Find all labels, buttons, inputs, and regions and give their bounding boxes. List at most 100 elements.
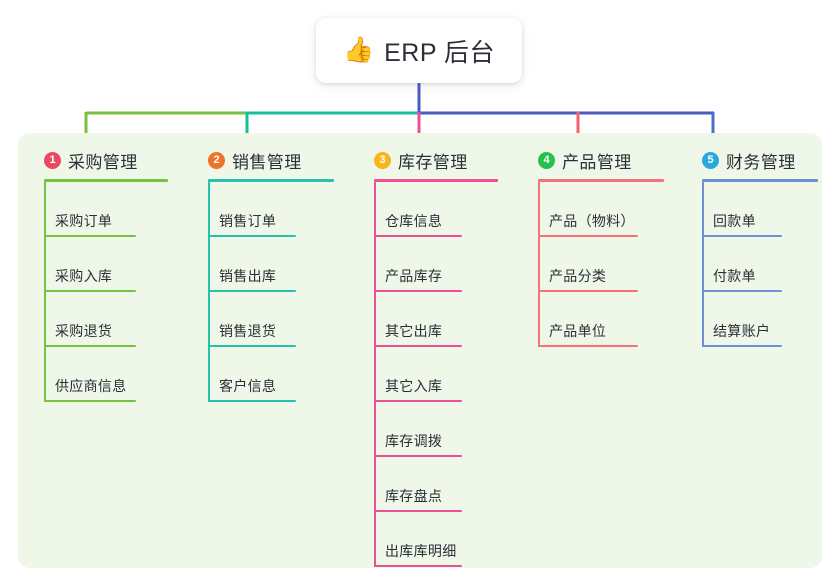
leaf-label: 产品（物料） xyxy=(549,213,635,229)
leaf-item[interactable]: 销售出库 xyxy=(186,237,336,292)
leaf-rule xyxy=(374,510,462,512)
leaf-label: 回款单 xyxy=(713,213,756,229)
root-node[interactable]: 👍 ERP 后台 xyxy=(316,18,522,83)
branch-rule-4 xyxy=(538,179,664,182)
leaf-item[interactable]: 其它出库 xyxy=(352,292,502,347)
branch-badge-3: 3 xyxy=(374,151,391,169)
leaf-rule xyxy=(208,235,296,237)
leaf-item[interactable]: 采购退货 xyxy=(22,292,172,347)
branch-badge-1: 1 xyxy=(44,151,61,169)
branch-header-5[interactable]: 5 财务管理 xyxy=(680,145,820,175)
leaf-item[interactable]: 产品库存 xyxy=(352,237,502,292)
leaf-label: 仓库信息 xyxy=(385,213,443,229)
branch-spine-1 xyxy=(44,182,46,402)
leaf-item[interactable]: 销售订单 xyxy=(186,182,336,237)
leaf-item[interactable]: 出库库明细 xyxy=(352,512,502,567)
root-title: ERP 后台 xyxy=(384,38,496,67)
thumbs-up-icon: 👍 xyxy=(342,36,375,64)
branch-column-5[interactable]: 5 财务管理回款单付款单结算账户 xyxy=(680,145,820,347)
leaf-rule xyxy=(44,290,136,292)
branch-items-3: 仓库信息产品库存其它出库其它入库库存调拨库存盘点出库库明细 xyxy=(352,182,502,567)
branch-header-1[interactable]: 1 采购管理 xyxy=(22,145,172,175)
leaf-item[interactable]: 回款单 xyxy=(680,182,820,237)
leaf-label: 结算账户 xyxy=(713,323,771,339)
branch-title-2: 销售管理 xyxy=(232,152,302,172)
branch-badge-4: 4 xyxy=(538,151,555,169)
leaf-item[interactable]: 其它入库 xyxy=(352,347,502,402)
branch-spine-4 xyxy=(538,182,540,347)
branch-title-3: 库存管理 xyxy=(398,152,468,172)
branch-title-5: 财务管理 xyxy=(726,152,796,172)
leaf-rule xyxy=(702,345,782,347)
branch-rule-2 xyxy=(208,179,334,182)
branch-badge-5: 5 xyxy=(702,151,719,169)
leaf-rule xyxy=(374,400,462,402)
leaf-rule xyxy=(208,290,296,292)
leaf-item[interactable]: 供应商信息 xyxy=(22,347,172,402)
leaf-item[interactable]: 采购订单 xyxy=(22,182,172,237)
leaf-label: 销售出库 xyxy=(219,268,277,284)
leaf-label: 库存盘点 xyxy=(385,488,443,504)
leaf-rule xyxy=(702,290,782,292)
branch-column-4[interactable]: 4 产品管理产品（物料） 产品分类产品单位 xyxy=(516,145,666,347)
branch-badge-2: 2 xyxy=(208,151,225,169)
leaf-item[interactable]: 客户信息 xyxy=(186,347,336,402)
branch-header-3[interactable]: 3 库存管理 xyxy=(352,145,502,175)
leaf-rule xyxy=(44,400,136,402)
leaf-label: 产品单位 xyxy=(549,323,607,339)
branch-title-4: 产品管理 xyxy=(562,152,632,172)
leaf-label: 其它入库 xyxy=(385,378,443,394)
leaf-rule xyxy=(538,290,638,292)
leaf-label: 其它出库 xyxy=(385,323,443,339)
leaf-item[interactable]: 产品分类 xyxy=(516,237,666,292)
leaf-rule xyxy=(208,400,296,402)
leaf-label: 产品分类 xyxy=(549,268,607,284)
leaf-label: 销售订单 xyxy=(219,213,277,229)
branch-rule-3 xyxy=(374,179,498,182)
leaf-label: 产品库存 xyxy=(385,268,443,284)
leaf-rule xyxy=(538,235,638,237)
leaf-label: 采购入库 xyxy=(55,268,113,284)
leaf-rule xyxy=(374,290,462,292)
branch-title-1: 采购管理 xyxy=(68,152,138,172)
leaf-label: 供应商信息 xyxy=(55,378,127,394)
branch-items-1: 采购订单采购入库采购退货供应商信息 xyxy=(22,182,172,402)
diagram-panel xyxy=(18,133,822,568)
leaf-rule xyxy=(374,235,462,237)
leaf-rule xyxy=(374,565,462,567)
leaf-item[interactable]: 采购入库 xyxy=(22,237,172,292)
leaf-rule xyxy=(44,345,136,347)
leaf-rule xyxy=(208,345,296,347)
branch-rule-1 xyxy=(44,179,168,182)
leaf-item[interactable]: 库存盘点 xyxy=(352,457,502,512)
leaf-rule xyxy=(374,455,462,457)
branch-items-4: 产品（物料） 产品分类产品单位 xyxy=(516,182,666,347)
leaf-item[interactable]: 结算账户 xyxy=(680,292,820,347)
branch-rule-5 xyxy=(702,179,818,182)
branch-column-2[interactable]: 2 销售管理销售订单销售出库销售退货客户信息 xyxy=(186,145,336,402)
leaf-rule xyxy=(702,235,782,237)
leaf-label: 客户信息 xyxy=(219,378,277,394)
leaf-item[interactable]: 付款单 xyxy=(680,237,820,292)
leaf-item[interactable]: 库存调拨 xyxy=(352,402,502,457)
leaf-label: 库存调拨 xyxy=(385,433,443,449)
leaf-item[interactable]: 仓库信息 xyxy=(352,182,502,237)
branch-items-2: 销售订单销售出库销售退货客户信息 xyxy=(186,182,336,402)
leaf-label: 采购订单 xyxy=(55,213,113,229)
leaf-label: 销售退货 xyxy=(219,323,277,339)
branch-column-1[interactable]: 1 采购管理采购订单采购入库采购退货供应商信息 xyxy=(22,145,172,402)
leaf-item[interactable]: 产品单位 xyxy=(516,292,666,347)
leaf-label: 付款单 xyxy=(713,268,756,284)
branch-spine-3 xyxy=(374,182,376,567)
branch-column-3[interactable]: 3 库存管理仓库信息产品库存其它出库其它入库库存调拨库存盘点出库库明细 xyxy=(352,145,502,567)
branch-items-5: 回款单付款单结算账户 xyxy=(680,182,820,347)
leaf-rule xyxy=(374,345,462,347)
branch-spine-2 xyxy=(208,182,210,402)
leaf-item[interactable]: 销售退货 xyxy=(186,292,336,347)
leaf-label: 出库库明细 xyxy=(385,543,457,559)
leaf-rule xyxy=(538,345,638,347)
leaf-label: 采购退货 xyxy=(55,323,113,339)
branch-header-2[interactable]: 2 销售管理 xyxy=(186,145,336,175)
branch-header-4[interactable]: 4 产品管理 xyxy=(516,145,666,175)
leaf-item[interactable]: 产品（物料） xyxy=(516,182,666,237)
